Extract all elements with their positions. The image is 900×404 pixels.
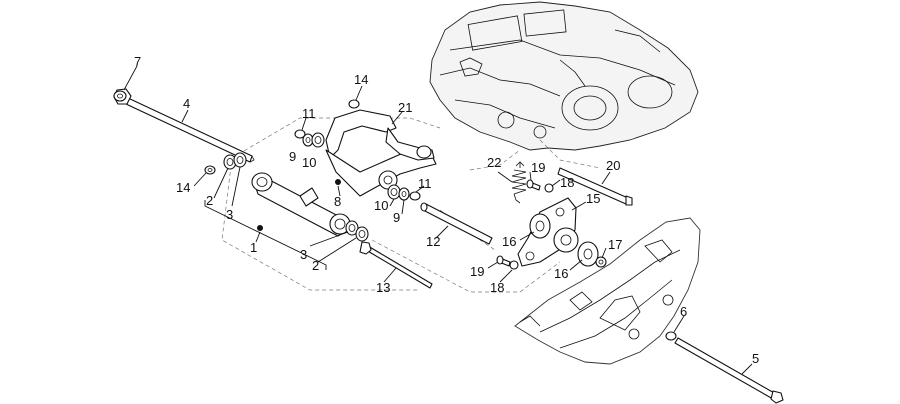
bushing-10b: [387, 184, 401, 200]
nut-14a: [204, 165, 216, 175]
nut-7: [113, 90, 127, 102]
engine-assembly: [429, 1, 699, 151]
callout-16a: 16: [502, 234, 516, 249]
washer-6: [665, 331, 677, 341]
callout-22: 22: [487, 155, 501, 170]
callout-2b: 2: [312, 258, 319, 273]
callout-1: 1: [250, 240, 257, 255]
callout-19a: 19: [531, 160, 545, 175]
chassis-frame: [514, 217, 701, 365]
callout-9b: 9: [393, 210, 400, 225]
callout-labels: 7 4 14 11 21 9 10 14 2 3 8 11 10 9 22 19…: [134, 54, 759, 366]
bolt-19a: [526, 179, 541, 191]
spring-22: [511, 161, 527, 204]
washer-18a: [544, 183, 554, 193]
callout-15: 15: [586, 191, 600, 206]
rubber-damper-mid: [553, 227, 579, 253]
callout-14a: 14: [176, 180, 190, 195]
bolt-20: [557, 167, 633, 206]
callout-2a: 2: [206, 193, 213, 208]
callout-12: 12: [426, 234, 440, 249]
bushing-10a: [311, 132, 325, 148]
callout-3b: 3: [300, 247, 307, 262]
pin-12: [420, 202, 493, 245]
callout-11b: 11: [418, 176, 432, 191]
callout-14b: 14: [354, 72, 368, 87]
bushing-9b: [398, 187, 410, 201]
callout-7: 7: [134, 54, 141, 69]
bushing-3a: [233, 152, 247, 168]
callout-4: 4: [183, 96, 190, 111]
callout-9a: 9: [289, 149, 296, 164]
washer-11a: [294, 129, 306, 139]
nut-14b: [348, 99, 360, 109]
callout-20: 20: [606, 158, 620, 173]
washer-11b: [409, 191, 421, 201]
callout-10b: 10: [374, 198, 388, 213]
callout-5: 5: [752, 351, 759, 366]
bolt-5: [674, 337, 784, 404]
bracket-21: [325, 109, 437, 197]
callout-11a: 11: [302, 106, 316, 121]
bolt-19b: [496, 255, 511, 267]
callout-8: 8: [334, 194, 341, 209]
callout-17: 17: [608, 237, 622, 252]
leader-lines: [123, 65, 753, 375]
callout-19b: 19: [470, 264, 484, 279]
bushing-3b: [345, 220, 359, 236]
bushing-2b: [355, 226, 369, 242]
callout-18b: 18: [490, 280, 504, 295]
callout-3a: 3: [226, 207, 233, 222]
callout-13: 13: [376, 280, 390, 295]
callout-18a: 18: [560, 175, 574, 190]
callout-21: 21: [398, 100, 412, 115]
callout-10a: 10: [302, 155, 316, 170]
bolt-13: [359, 241, 433, 289]
callout-6: 6: [680, 304, 687, 319]
washer-18b: [509, 260, 519, 270]
rubber-damper-16b: [577, 241, 599, 267]
nut-17: [595, 256, 607, 268]
callout-16b: 16: [554, 266, 568, 281]
rubber-damper-16a: [529, 213, 551, 239]
group-bracket-lines: [204, 200, 327, 270]
